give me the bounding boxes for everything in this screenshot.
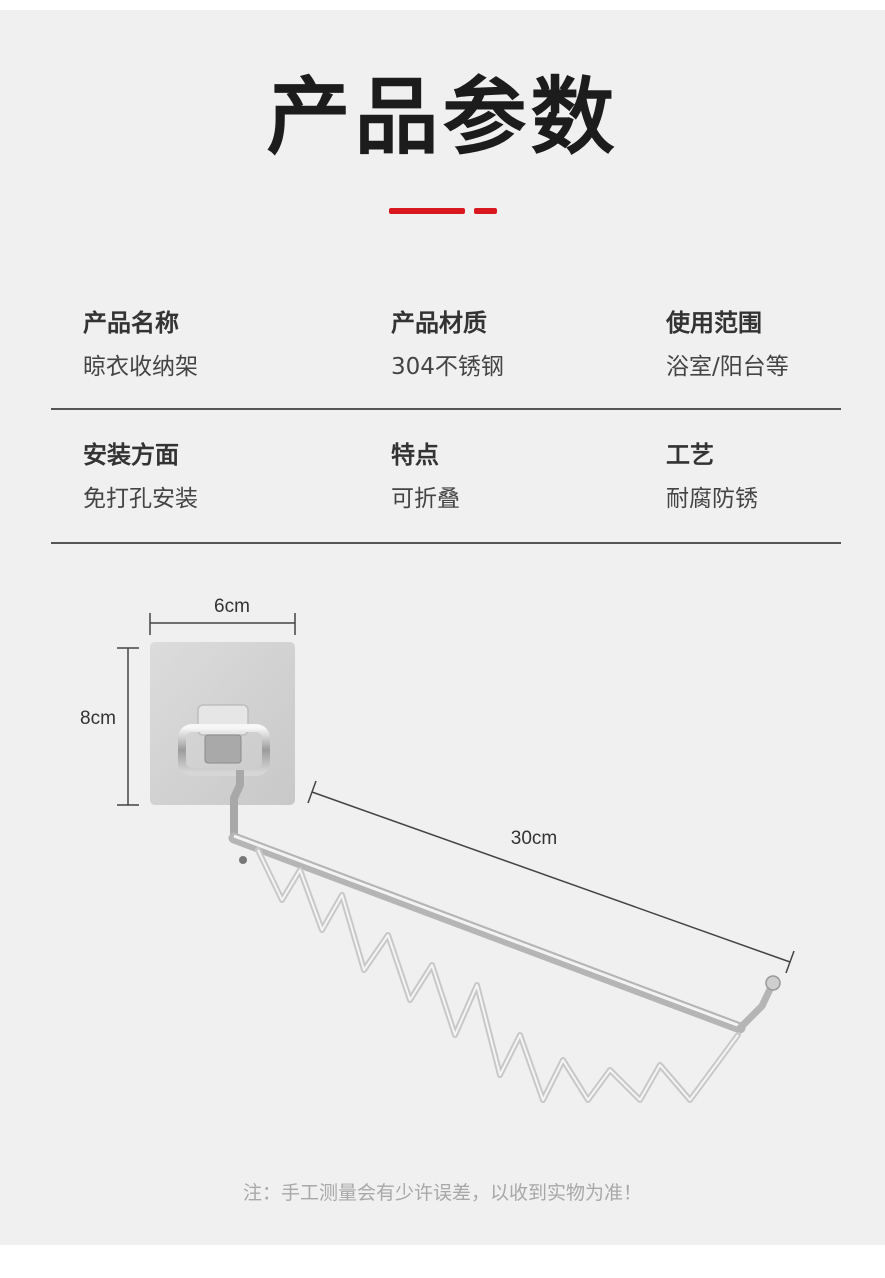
spec-material: 产品材质 304不锈钢 [391, 308, 504, 382]
measurement-note: 注：手工测量会有少许误差，以收到实物为准！ [242, 1182, 642, 1204]
row-divider [51, 542, 841, 544]
width-dimension: 6cm [149, 596, 296, 635]
spec-value: 耐腐防锈 [666, 486, 758, 512]
spec-label: 安装方面 [83, 441, 179, 469]
spec-label: 产品材质 [391, 309, 487, 337]
length-dimension: 30cm [307, 780, 795, 974]
spec-usage: 使用范围 浴室/阳台等 [666, 308, 789, 382]
title-underline-dash [474, 208, 497, 214]
spec-value: 304不锈钢 [391, 354, 504, 380]
spec-craft: 工艺 耐腐防锈 [666, 440, 758, 514]
spec-feature: 特点 可折叠 [391, 440, 460, 514]
spec-value: 晾衣收纳架 [83, 354, 198, 380]
spec-label: 使用范围 [666, 309, 762, 337]
width-label: 6cm [214, 596, 250, 617]
spec-installation: 安装方面 免打孔安装 [83, 440, 198, 514]
length-label: 30cm [511, 828, 557, 849]
hook-row [255, 847, 741, 1103]
row-divider [51, 408, 841, 410]
product-illustration: 6cm 8cm 30cm [80, 596, 795, 1103]
height-dimension: 8cm [80, 647, 139, 806]
spec-product-name: 产品名称 晾衣收纳架 [83, 308, 198, 382]
spec-value: 免打孔安装 [83, 486, 198, 512]
title-underline [389, 208, 465, 214]
spec-value: 可折叠 [391, 486, 460, 512]
spec-label: 特点 [391, 441, 439, 469]
mount-bracket [178, 704, 270, 838]
spec-label: 产品名称 [83, 309, 179, 337]
spec-value: 浴室/阳台等 [666, 354, 789, 380]
spec-label: 工艺 [666, 441, 714, 469]
hanger-arm [228, 832, 781, 1034]
page-title: 产品参数 [266, 68, 619, 166]
height-label: 8cm [80, 708, 116, 729]
